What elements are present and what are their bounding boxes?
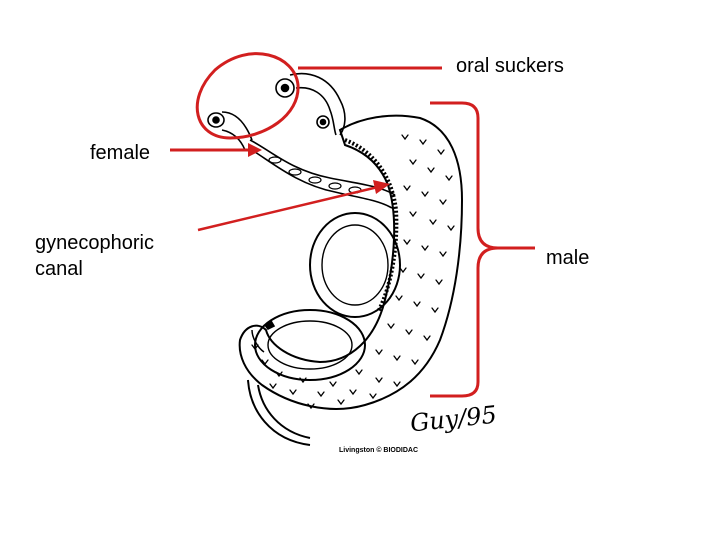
gynecophoric-canal-leader [197, 185, 379, 232]
male-worm [238, 114, 464, 410]
oral-suckers-label: oral suckers [456, 55, 564, 77]
male-ventral-sucker [316, 115, 330, 129]
male-oral-sucker [275, 78, 295, 98]
female-tail [247, 379, 311, 446]
annotations [170, 52, 535, 398]
male-label: male [546, 247, 590, 269]
female-oral-sucker [207, 112, 225, 128]
male-body-outline [238, 114, 464, 410]
female-label: female [90, 142, 151, 164]
image-credit: Livingston © BIODIDAC [339, 447, 419, 454]
gynecophoric-canal-label: gynecophoric canal [35, 232, 154, 280]
female-coil-2 [254, 309, 366, 381]
male-bracket [430, 101, 535, 398]
female-coil-1 [309, 212, 401, 318]
oral-suckers-ring [195, 52, 300, 140]
